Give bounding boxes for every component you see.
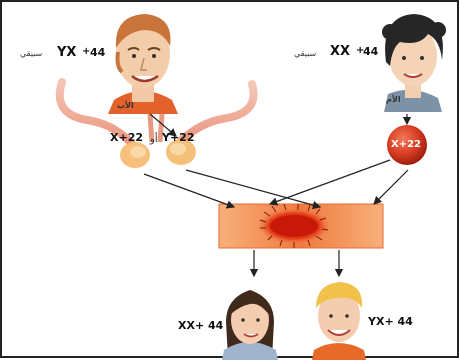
arrow-sperm-x-to-zygote <box>143 173 236 209</box>
arrow-father-to-sperm <box>149 113 177 137</box>
mother-formula-word: سبيقي <box>294 49 317 58</box>
arrow-egg-to-zygote-right <box>373 169 409 205</box>
father-formula-word: سبيقي <box>20 49 43 58</box>
egg-cell <box>387 125 427 165</box>
sperm-y-label: Y+22 <box>162 131 195 144</box>
egg-label: X+22 <box>391 139 422 150</box>
or-label: أو <box>150 134 158 145</box>
arrow-sperm-y-to-zygote <box>185 169 322 210</box>
boy-figure <box>312 282 366 360</box>
girl-figure <box>222 290 278 360</box>
mother-formula-number: 44 <box>363 45 379 58</box>
father-role-label: الأب <box>117 101 134 110</box>
mother-formula-plus: + <box>356 45 365 56</box>
male-reproductive-tubes <box>55 78 258 148</box>
father-formula-plus: + <box>82 46 91 57</box>
arrow-egg-to-zygote-left <box>268 159 391 206</box>
mother-figure <box>382 14 446 112</box>
zygote-band <box>218 203 384 249</box>
boy-label: YX+ 44 <box>368 315 413 328</box>
father-formula-number: 44 <box>90 46 106 59</box>
girl-label: XX+ 44 <box>178 319 224 332</box>
mother-formula-sex: XX <box>330 44 351 59</box>
sperm-x-label: X+22 <box>110 131 144 144</box>
father-formula-sex: YX <box>57 45 77 60</box>
mother-role-label: الأم <box>386 95 401 104</box>
arrows <box>143 113 412 278</box>
testes <box>120 139 196 168</box>
father-figure <box>108 14 178 114</box>
